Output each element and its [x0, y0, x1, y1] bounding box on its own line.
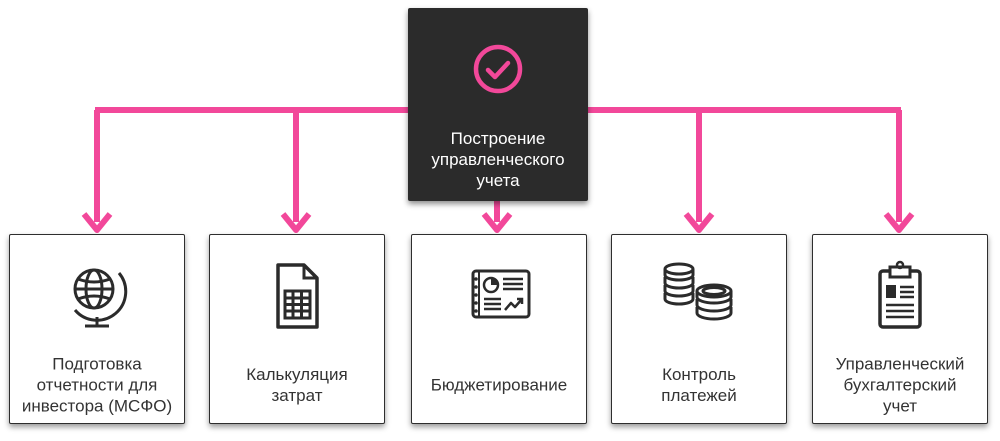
check-circle-icon	[473, 44, 523, 94]
report-chart-icon	[471, 269, 531, 319]
arrow-head-1	[81, 212, 113, 233]
card-label: Калькуляция затрат	[246, 365, 348, 405]
root-node: Построение управленческого учета	[408, 8, 588, 201]
clipboard-icon	[878, 260, 922, 329]
globe-icon	[73, 268, 128, 328]
card-label: Бюджетирование	[430, 375, 568, 395]
arrow-head-4	[683, 212, 715, 233]
card-management-accounting: Управленческий бухгалтерский учет	[812, 234, 988, 424]
card-payment-control: Контроль платежей	[611, 234, 787, 424]
arrow-head-5	[883, 212, 915, 233]
card-budgeting: Бюджетирование	[411, 234, 587, 424]
card-label: Контроль платежей	[661, 365, 737, 405]
card-label: Управленческий бухгалтерский учет	[835, 354, 965, 416]
root-label: Построение управленческого учета	[431, 129, 565, 190]
arrow-head-2	[280, 212, 312, 233]
card-cost-calculation: Калькуляция затрат	[209, 234, 385, 424]
card-ifrs-reporting: Подготовка отчетности для инвестора (МСФ…	[9, 234, 185, 424]
arrow-head-3	[481, 212, 513, 233]
spreadsheet-icon	[276, 263, 319, 329]
card-label: Подготовка отчетности для инвестора (МСФ…	[21, 354, 173, 416]
coins-icon	[663, 262, 733, 321]
